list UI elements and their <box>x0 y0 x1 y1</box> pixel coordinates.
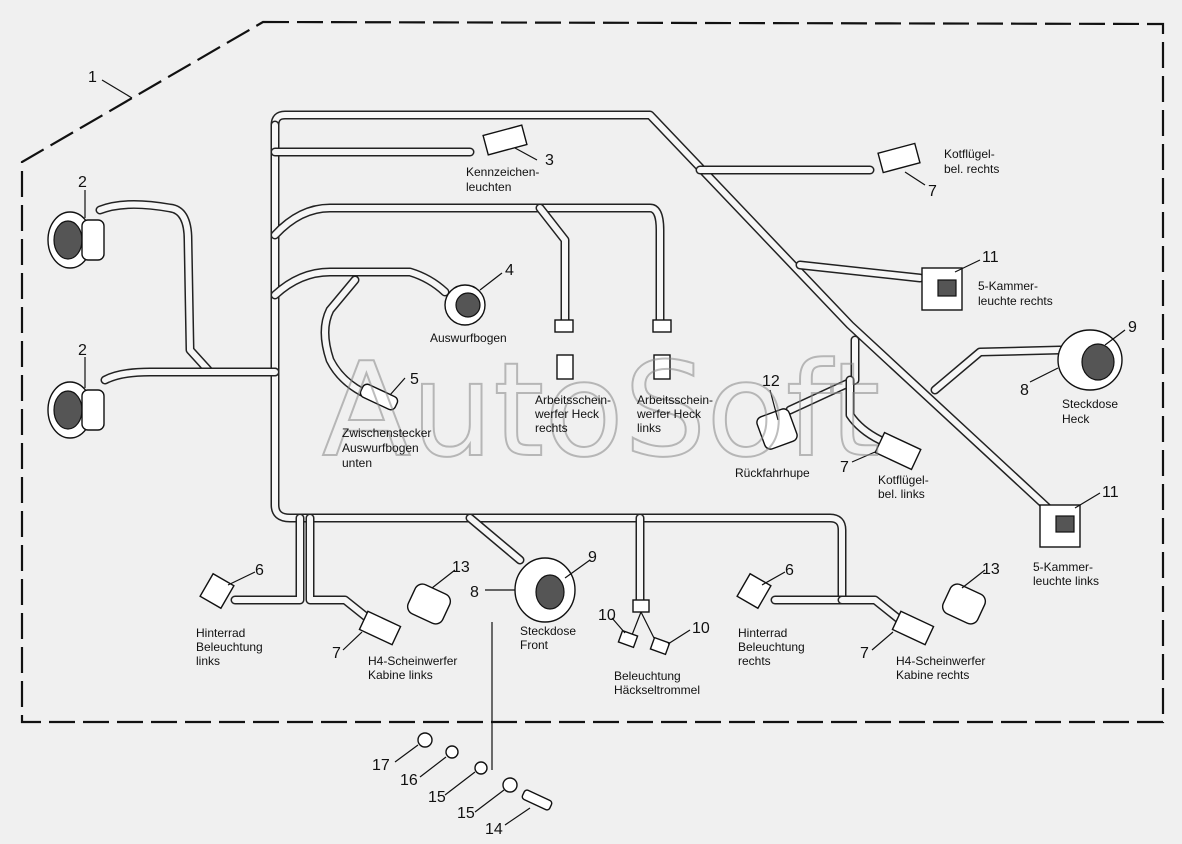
callout-16: 16 <box>400 772 418 789</box>
label-kotfluegel-rechts: Kotflügel- bel. rechts <box>944 147 999 176</box>
callout-10-right: 10 <box>692 620 710 637</box>
callout-2-lower: 2 <box>78 342 87 359</box>
label-zwischenstecker: Zwischenstecker Auswurfbogen unten <box>342 426 435 470</box>
harness-main <box>95 110 1065 625</box>
callout-17: 17 <box>372 757 390 774</box>
callout-numbers: 1 2 2 3 4 5 6 6 7 7 7 7 8 8 9 9 10 10 11… <box>78 69 1137 838</box>
callout-2-upper: 2 <box>78 174 87 191</box>
callout-10-left: 10 <box>598 607 616 624</box>
label-h4-rechts: H4-Scheinwerfer Kabine rechts <box>896 654 989 682</box>
label-kammer-rechts: 5-Kammer- leuchte rechts <box>978 279 1053 308</box>
label-arbeit-rechts: Arbeitsschein- werfer Heck rechts <box>534 393 614 435</box>
steckdose-front-socket <box>514 557 576 623</box>
label-arbeit-links: Arbeitsschein- werfer Heck links <box>636 393 716 435</box>
rueckfahrhupe-unit <box>756 408 798 450</box>
callout-9-heck: 9 <box>1128 319 1137 336</box>
callout-1: 1 <box>88 69 97 86</box>
label-steckdose-heck: Steckdose Heck <box>1062 397 1121 426</box>
callout-7-kotfluegel-links: 7 <box>840 459 849 476</box>
callout-15-upper: 15 <box>428 789 446 806</box>
callout-7-h4-links: 7 <box>332 645 341 662</box>
kotfluegel-links-connector <box>874 431 922 471</box>
callout-13-left: 13 <box>452 559 470 576</box>
label-auswurfbogen: Auswurfbogen <box>430 331 507 345</box>
watermark-text: AutoSoft <box>322 334 880 486</box>
label-hinterrad-links: Hinterrad Beleuchtung links <box>196 626 266 668</box>
callout-11-links: 11 <box>1102 484 1119 501</box>
arbeit-rechts-plug <box>554 319 574 380</box>
zwischenstecker-plug <box>359 383 399 411</box>
callout-11-rechts: 11 <box>982 249 999 266</box>
callout-3: 3 <box>545 152 554 169</box>
callout-9-front: 9 <box>588 549 597 566</box>
callout-6-left: 6 <box>255 562 264 579</box>
callout-8-heck: 8 <box>1020 382 1029 399</box>
callout-7-h4-rechts: 7 <box>860 645 869 662</box>
kennzeichen-connector <box>482 124 528 156</box>
haecksel-connectors <box>617 599 671 656</box>
callout-15-lower: 15 <box>457 805 475 822</box>
label-h4-links: H4-Scheinwerfer Kabine links <box>368 654 461 682</box>
callout-12: 12 <box>762 373 780 390</box>
kammer-rechts-socket <box>921 267 963 311</box>
kammer-links-socket <box>1039 504 1081 548</box>
label-beleuchtung-haecksel: Beleuchtung Häckseltrommel <box>614 669 700 697</box>
round-connector-lower <box>47 381 105 439</box>
callout-8-front: 8 <box>470 584 479 601</box>
part-labels: Kennzeichen- leuchten Kotflügel- bel. re… <box>196 147 1121 697</box>
kotfluegel-rechts-connector <box>877 142 921 174</box>
leader-lines <box>84 79 1126 826</box>
hinterrad-links-connector <box>199 572 235 610</box>
callout-7-kotfluegel-rechts: 7 <box>928 183 937 200</box>
h4-rechts-connector <box>891 583 987 646</box>
callout-5: 5 <box>410 371 419 388</box>
label-kammer-links: 5-Kammer- leuchte links <box>1033 560 1099 588</box>
round-connector-upper <box>47 211 105 269</box>
label-rueckfahrhupe: Rückfahrhupe <box>735 466 810 480</box>
label-hinterrad-rechts: Hinterrad Beleuchtung rechts <box>738 626 808 668</box>
hinterrad-rechts-connector <box>736 572 772 610</box>
arbeit-links-plug <box>652 319 672 380</box>
callout-14: 14 <box>485 821 503 838</box>
assembly-boundary <box>20 20 1165 724</box>
label-kennzeichen: Kennzeichen- leuchten <box>466 165 543 194</box>
h4-links-connector <box>358 583 452 646</box>
callout-6-right: 6 <box>785 562 794 579</box>
hardware-stack <box>417 622 553 811</box>
label-kotfluegel-links: Kotflügel- bel. links <box>878 473 932 501</box>
callout-13-right: 13 <box>982 561 1000 578</box>
label-steckdose-front: Steckdose Front <box>520 624 579 652</box>
callout-4: 4 <box>505 262 514 279</box>
auswurfbogen-socket <box>444 284 486 326</box>
